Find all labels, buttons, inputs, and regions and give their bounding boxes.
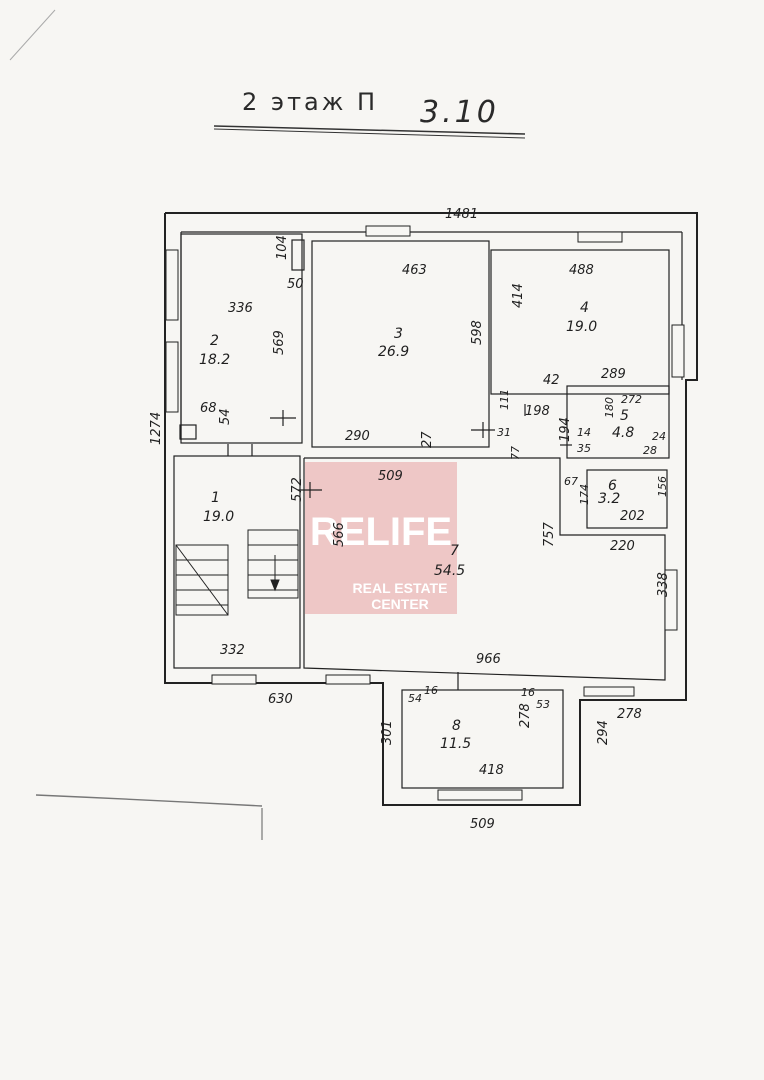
- room-3-area: 26.9: [378, 344, 409, 360]
- room-1: [173, 455, 301, 669]
- door-marks: [227, 404, 572, 690]
- room-2-area: 18.2: [199, 352, 230, 368]
- overall-left-bottom: 630: [268, 692, 293, 707]
- room-7-dim: 509: [378, 469, 403, 484]
- sheet-number: 3.10: [420, 95, 499, 130]
- room-4-dim: 289: [601, 367, 626, 382]
- room-1-dim: 572: [290, 477, 305, 502]
- room-5-dim: 194: [558, 417, 573, 442]
- room-4: [490, 249, 670, 395]
- title-underline: [213, 125, 526, 135]
- room-7-area: 54.5: [434, 563, 465, 579]
- room-8-area: 11.5: [440, 736, 471, 752]
- room-2-dim: 336: [228, 301, 253, 316]
- room-7-dim: 31: [497, 426, 511, 439]
- room-6-area: 3.2: [598, 491, 620, 507]
- room-3-dim: 463: [402, 263, 427, 278]
- room-4-dim: 42: [543, 373, 560, 388]
- room-5-dim: 198: [525, 404, 550, 419]
- overall-right-bottom: 278: [617, 707, 642, 722]
- room-7-number: 7: [450, 543, 459, 559]
- room-3-dim: 27: [420, 431, 435, 448]
- room-2-dim: 68: [200, 401, 217, 416]
- room-8-dim: 16: [521, 686, 535, 699]
- room-8-dim: 53: [536, 698, 550, 711]
- room-8-dim: 16: [424, 684, 438, 697]
- room-7-dim: 338: [656, 572, 671, 597]
- room-5-area: 4.8: [612, 425, 634, 441]
- room-5-dim: 24: [652, 430, 666, 443]
- room-1-dim: 332: [220, 643, 245, 658]
- room-7-dim: 111: [498, 389, 511, 410]
- room-8-dim: 301: [380, 720, 395, 745]
- room-7-dim: 566: [332, 522, 347, 547]
- room-6-number: 6: [608, 478, 617, 494]
- room-7-dim: 77: [509, 446, 522, 460]
- room-8-dim: 294: [596, 720, 611, 745]
- room-2-number: 2: [210, 333, 219, 349]
- room-5-dim: 14: [577, 426, 591, 439]
- room-8-dim: 278: [518, 703, 533, 728]
- room-3-number: 3: [394, 326, 403, 342]
- room-4-dim: 414: [511, 283, 526, 308]
- watermark-line1: REAL ESTATE: [353, 580, 448, 596]
- staircase: [175, 529, 299, 616]
- room-3-dim: 290: [345, 429, 370, 444]
- room-5-dim: 35: [577, 442, 591, 455]
- room-7-dim: 966: [476, 652, 501, 667]
- room-2-dim: 569: [272, 330, 287, 355]
- room-7-dim: 757: [542, 521, 557, 547]
- room-8-dim: 418: [479, 763, 504, 778]
- room-5-dim: 180: [603, 397, 616, 418]
- room-4-area: 19.0: [566, 319, 597, 335]
- room-8-number: 8: [452, 718, 461, 734]
- overall-height: 1274: [149, 412, 164, 445]
- overall-width: 1481: [445, 207, 478, 222]
- room-3: [311, 240, 490, 448]
- room-5-dim: 28: [643, 444, 657, 457]
- room-6: [586, 469, 668, 529]
- room-2-dim: 104: [275, 235, 290, 260]
- watermark-brand: RELIFE: [310, 510, 452, 554]
- room-7-dim: 220: [610, 539, 635, 554]
- room-7: [303, 457, 666, 681]
- room-1-number: 1: [211, 490, 220, 506]
- room-8-dim: 54: [408, 692, 422, 705]
- scan-mark: [9, 9, 56, 61]
- room-1-area: 19.0: [203, 509, 234, 525]
- room-6-dim: 202: [620, 509, 645, 524]
- room-6-dim: 174: [578, 484, 591, 505]
- room-4-number: 4: [580, 300, 589, 316]
- watermark-line2: CENTER: [371, 596, 429, 612]
- room-5: [566, 385, 670, 459]
- windows: [165, 225, 685, 801]
- room-8-dim: 509: [470, 817, 495, 832]
- room-3-dim: 598: [470, 320, 485, 345]
- room-8: [401, 689, 564, 789]
- watermark-badge: [305, 462, 457, 614]
- room-2-dim: 54: [218, 408, 233, 425]
- floor-title: 2 этаж П: [242, 88, 378, 116]
- room-6-dim: 156: [656, 476, 669, 497]
- room-2: [180, 233, 303, 444]
- room-4-dim: 488: [569, 263, 594, 278]
- room-2-dim: 50: [287, 277, 304, 292]
- room-5-number: 5: [620, 408, 629, 424]
- room-6-dim: 67: [564, 475, 578, 488]
- room-5-dim: 272: [621, 393, 642, 406]
- scan-mark: [35, 794, 263, 807]
- watermark: RELIFE REAL ESTATE CENTER: [305, 462, 457, 614]
